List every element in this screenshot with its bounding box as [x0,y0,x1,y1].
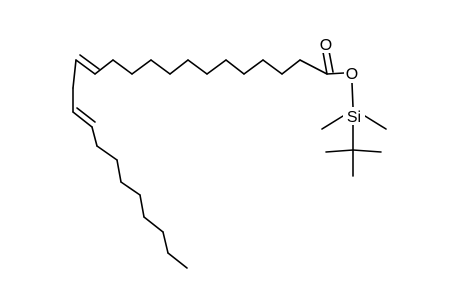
ester-bond [326,72,345,75]
atom-o-ester: O [344,65,360,83]
chain-bond [72,111,93,128]
tbutyl-methyl-right [352,149,382,153]
tbutyl-methyl-left [325,149,354,153]
chain-bond [187,59,208,75]
chain-bond [162,231,169,254]
chain-bond [143,216,164,233]
atom-label-o-ester: O [346,66,358,83]
carbonyl-bond [322,51,328,75]
chain-bond [120,181,141,196]
chain-bond [299,59,328,75]
chain-bond [131,59,152,75]
chain-bond [116,159,122,183]
chain-bond [96,145,118,161]
chain-bond [75,59,96,75]
chain-bond [243,59,264,75]
double-bond-inner [76,107,96,123]
si-methyl-right-bond [364,115,387,130]
chain-bond [262,59,283,75]
o-si-bond [351,82,354,108]
atom-label-o-carbonyl: O [320,37,332,54]
chain-bond [169,59,189,75]
chain-bond [91,126,98,147]
chain-bond [72,59,77,89]
chain-bond [94,59,114,75]
si-methyl-left-bond [321,115,344,130]
chain-bond [150,59,171,75]
carbonyl-bond-inner [328,50,334,73]
chain-bond [167,252,188,269]
chain-bond [225,59,245,75]
chain-bond [206,59,227,75]
bond-group [72,50,387,269]
chain-bond [281,59,301,75]
chain-bond [139,194,145,218]
atom-si: Si [343,107,365,126]
double-bond-inner [79,54,100,70]
atom-label-si: Si [347,109,361,126]
atom-o-carbonyl: O [318,35,334,54]
chain-bond [112,59,133,75]
